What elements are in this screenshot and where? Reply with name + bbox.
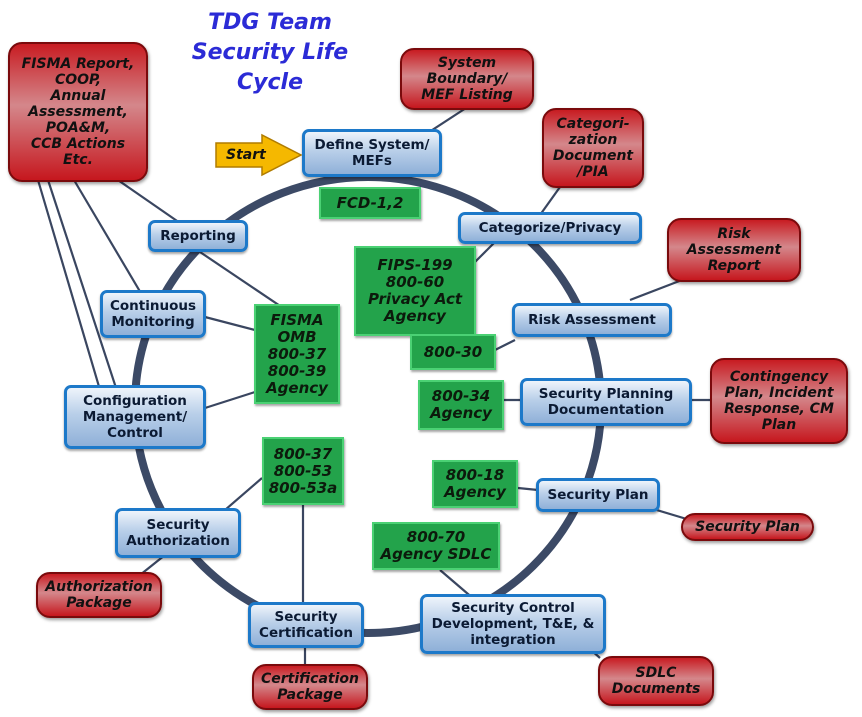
phase-security-planning-documentation[interactable]: Security Planning Documentation (520, 378, 692, 426)
title-line-1: TDG Team (208, 10, 332, 35)
line-fisma-report-config-b (36, 179, 102, 391)
standard-fcd: FCD-1,2 (319, 187, 421, 219)
standard-800-30: 800-30 (410, 334, 496, 370)
phase-security-authorization[interactable]: Security Authorization (115, 508, 241, 558)
deliverable-fisma-report: FISMA Report, COOP, Annual Assessment, P… (8, 42, 148, 182)
phase-security-certification[interactable]: Security Certification (248, 602, 364, 648)
phase-categorize-privacy[interactable]: Categorize/Privacy (458, 212, 642, 244)
deliverable-certification-package: Certification Package (252, 664, 368, 710)
title-line-2: Security Life (191, 40, 349, 65)
deliverable-contingency-plan: Contingency Plan, Incident Response, CM … (710, 358, 848, 444)
deliverable-risk-assessment-report: Risk Assessment Report (667, 218, 801, 282)
deliverable-sdlc-documents: SDLC Documents (598, 656, 714, 706)
phase-security-plan[interactable]: Security Plan (536, 478, 660, 512)
standard-fisma-omb: FISMA OMB 800-37 800-39 Agency (254, 304, 340, 404)
deliverable-system-boundary: System Boundary/ MEF Listing (400, 48, 534, 110)
phase-reporting[interactable]: Reporting (148, 220, 248, 252)
standard-800-70: 800-70 Agency SDLC (372, 522, 500, 570)
deliverable-security-plan: Security Plan (681, 513, 814, 541)
start-label: Start (226, 147, 266, 163)
phase-define-system[interactable]: Define System/ MEFs (302, 129, 442, 177)
line-config-fisma-omb (204, 390, 256, 410)
title-line-3: Cycle (237, 70, 303, 95)
standard-800-34: 800-34 Agency (418, 380, 504, 430)
line-fisma-report-monitoring (73, 179, 146, 301)
standard-800-18: 800-18 Agency (432, 460, 518, 508)
line-fisma-report-reporting (114, 177, 181, 224)
line-fisma-report-config-a (46, 179, 120, 395)
deliverable-authorization-package: Authorization Package (36, 572, 162, 618)
phase-risk-assessment[interactable]: Risk Assessment (512, 303, 672, 337)
line-auth-package (139, 554, 166, 576)
phase-security-control-development[interactable]: Security Control Development, T&E, & int… (420, 594, 606, 654)
standard-fips-199: FIPS-199 800-60 Privacy Act Agency (354, 246, 476, 336)
line-800-53-authorization (224, 477, 263, 511)
phase-configuration-management[interactable]: Configuration Management/ Control (64, 385, 206, 449)
standard-800-37-53: 800-37 800-53 800-53a (262, 437, 344, 505)
line-risk-report-risk (629, 278, 683, 302)
diagram-title: TDG Team Security Life Cycle (190, 8, 350, 98)
line-fips-categorize (474, 241, 496, 263)
deliverable-categorization-document: Categori- zation Document /PIA (542, 108, 644, 188)
line-800-30-risk (494, 339, 516, 351)
line-800-18-plan (517, 486, 539, 492)
line-monitoring-fisma-omb (204, 315, 256, 332)
start-arrow-icon (215, 133, 303, 177)
phase-continuous-monitoring[interactable]: Continuous Monitoring (100, 290, 206, 338)
